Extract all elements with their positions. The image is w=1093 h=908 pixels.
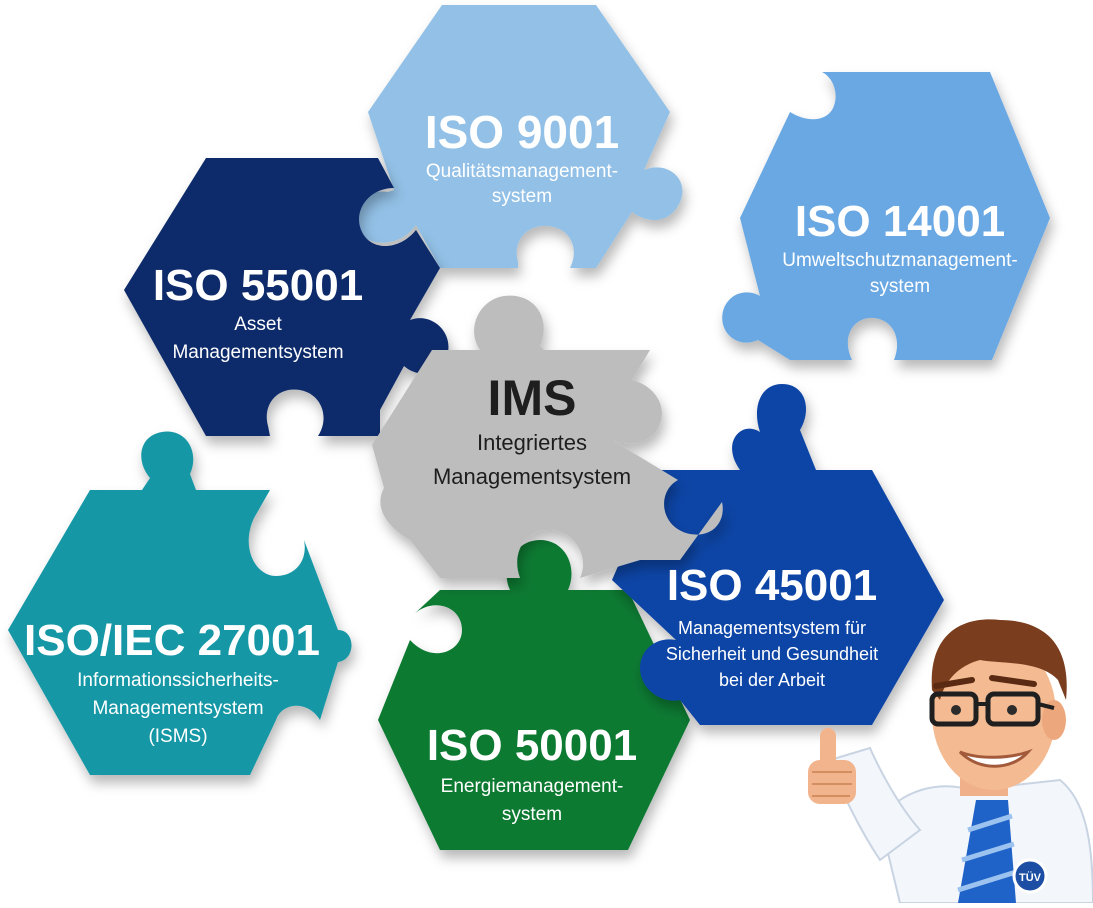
iso50001-line-1: Energiemanagement- <box>441 776 624 797</box>
label-iso50001: ISO 50001 Energiemanagement- system <box>427 721 637 825</box>
piece-ims-shape <box>372 295 723 578</box>
iso9001-line-1: Qualitätsmanagement- <box>426 161 618 182</box>
iso27001-line-1: Informationssicherheits- <box>77 670 279 691</box>
ims-line-2: Managementsystem <box>433 464 631 489</box>
thumbs-up-icon <box>808 728 856 804</box>
iso45001-line-2: Sicherheit und Gesundheit <box>666 644 878 664</box>
label-iso27001: ISO/IEC 27001 Informationssicherheits- M… <box>24 616 320 747</box>
mascot-hair <box>931 619 1067 700</box>
iso55001-title: ISO 55001 <box>153 261 363 310</box>
piece-iso45001 <box>612 384 944 725</box>
iso45001-title: ISO 45001 <box>667 561 877 610</box>
piece-iso50001 <box>378 540 690 850</box>
piece-iso27001-shape <box>8 431 352 775</box>
iso14001-line-1: Umweltschutzmanagement- <box>782 250 1017 271</box>
piece-ims <box>372 295 723 578</box>
label-ims: IMS Integriertes Managementsystem <box>433 370 631 489</box>
piece-iso55001-shape <box>124 158 449 436</box>
tuv-badge-text: TÜV <box>1019 871 1042 884</box>
iso14001-title: ISO 14001 <box>795 197 1005 246</box>
piece-iso50001-shape <box>378 540 690 850</box>
label-iso55001: ISO 55001 Asset Managementsystem <box>153 261 363 363</box>
iso14001-line-2: system <box>870 276 930 297</box>
piece-iso55001 <box>124 158 449 436</box>
iso55001-line-1: Asset <box>234 314 282 335</box>
iso55001-line-2: Managementsystem <box>172 342 343 363</box>
iso9001-title: ISO 9001 <box>425 106 619 158</box>
iso27001-line-2: Managementsystem <box>92 698 263 719</box>
iso50001-line-2: system <box>502 804 562 825</box>
label-iso45001: ISO 45001 Managementsystem für Sicherhei… <box>666 561 878 690</box>
iso9001-line-2: system <box>492 186 552 207</box>
label-iso9001: ISO 9001 Qualitätsmanagement- system <box>425 106 619 207</box>
piece-iso14001 <box>722 72 1050 360</box>
piece-iso27001 <box>8 431 352 775</box>
piece-iso45001-shape <box>612 384 944 725</box>
piece-iso14001-shape <box>722 72 1050 360</box>
tuv-badge: TÜV <box>1012 858 1048 894</box>
piece-iso9001 <box>353 5 683 268</box>
label-iso14001: ISO 14001 Umweltschutzmanagement- system <box>782 197 1017 297</box>
iso45001-line-1: Managementsystem für <box>678 618 866 638</box>
ims-title: IMS <box>488 370 577 426</box>
iso27001-line-3: (ISMS) <box>148 726 207 747</box>
mascot-smile <box>958 748 1033 768</box>
ims-line-1: Integriertes <box>477 430 587 455</box>
piece-iso9001-shape <box>353 5 683 268</box>
mascot-illustration: TÜV <box>808 619 1093 904</box>
iso45001-line-3: bei der Arbeit <box>719 670 825 690</box>
glasses-icon <box>929 691 1055 727</box>
iso27001-title: ISO/IEC 27001 <box>24 616 320 665</box>
iso50001-title: ISO 50001 <box>427 721 637 770</box>
